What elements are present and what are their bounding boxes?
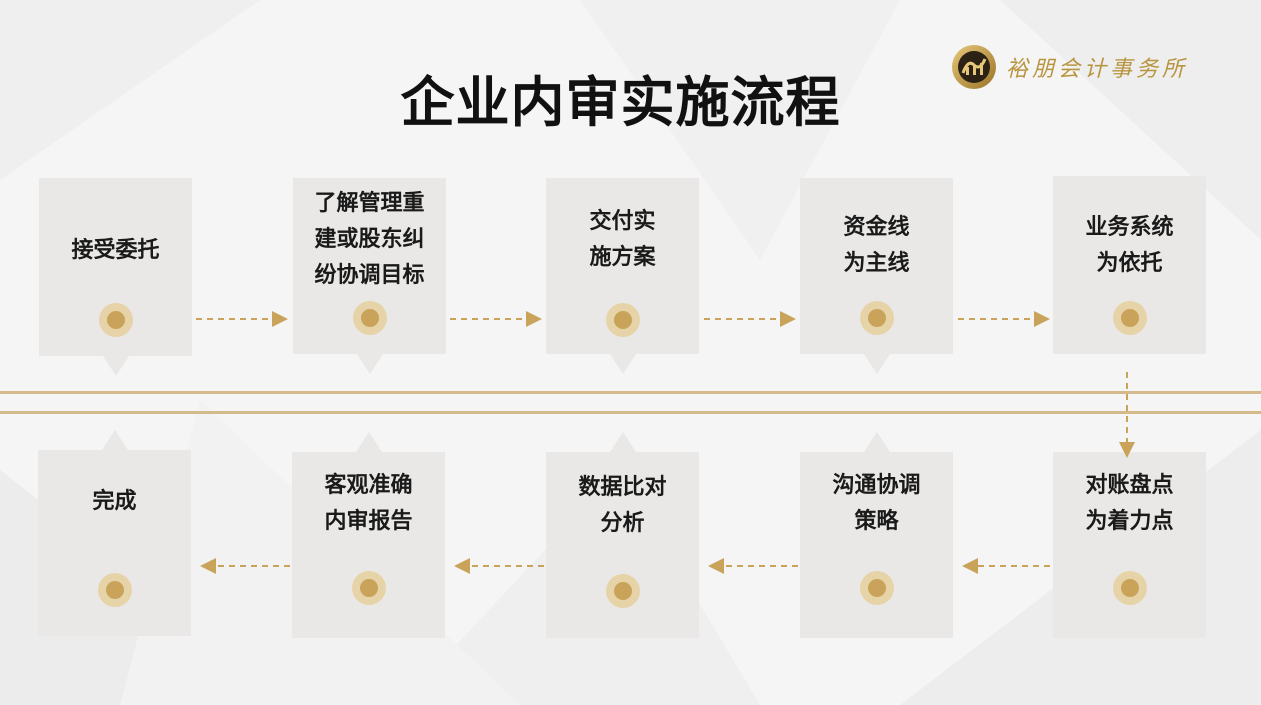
step-dot-icon: [605, 303, 640, 337]
step-card-6: 对账盘点 为着力点: [1053, 452, 1206, 638]
step-card-1: 接受委托: [39, 178, 192, 376]
step-card-2: 了解管理重 建或股东纠 纷协调目标: [293, 178, 446, 374]
step-dot-icon: [605, 574, 640, 608]
step-card-8: 数据比对 分析: [546, 432, 699, 638]
card-pointer-icon: [102, 356, 129, 376]
step-label: 业务系统 为依托: [1085, 215, 1174, 276]
page-title: 企业内审实施流程: [400, 71, 841, 134]
yupeng-logo-icon: [952, 45, 996, 89]
card-pointer-icon: [355, 432, 382, 452]
step-label: 接受委托: [71, 238, 160, 263]
step-card-7: 沟通协调 策略: [800, 432, 953, 638]
step-label: 数据比对 分析: [578, 475, 667, 536]
step-dot-icon: [98, 303, 133, 337]
step-label: 资金线 为主线: [843, 215, 910, 276]
step-dot-icon: [859, 571, 894, 605]
card-pointer-icon: [863, 354, 890, 374]
divider-bottom: [0, 411, 1261, 414]
card-pointer-icon: [356, 354, 383, 374]
card-pointer-icon: [101, 430, 128, 450]
card-pointer-icon: [609, 354, 636, 374]
step-dot-icon: [1112, 301, 1147, 335]
step-label: 客观准确 内审报告: [324, 473, 413, 534]
step-card-3: 交付实 施方案: [546, 178, 699, 374]
brand-name: 裕朋会计事务所: [1006, 57, 1189, 82]
step-label: 交付实 施方案: [589, 209, 656, 270]
step-label: 对账盘点 为着力点: [1085, 473, 1174, 534]
divider-top: [0, 391, 1261, 394]
step-dot-icon: [859, 301, 894, 335]
step-card-4: 资金线 为主线: [800, 178, 953, 374]
step-dot-icon: [1112, 571, 1147, 605]
step-label: 完成: [92, 489, 137, 514]
step-dot-icon: [352, 301, 387, 335]
step-dot-icon: [97, 573, 132, 607]
step-card-10: 完成: [38, 430, 191, 636]
step-label: 沟通协调 策略: [832, 473, 921, 534]
card-pointer-icon: [609, 432, 636, 452]
step-card-5: 业务系统 为依托: [1053, 176, 1206, 354]
step-dot-icon: [351, 571, 386, 605]
step-label: 了解管理重 建或股东纠 纷协调目标: [314, 191, 425, 288]
step-card-9: 客观准确 内审报告: [292, 432, 445, 638]
card-pointer-icon: [863, 432, 890, 452]
brand-logo: 裕朋会计事务所: [950, 42, 1188, 92]
